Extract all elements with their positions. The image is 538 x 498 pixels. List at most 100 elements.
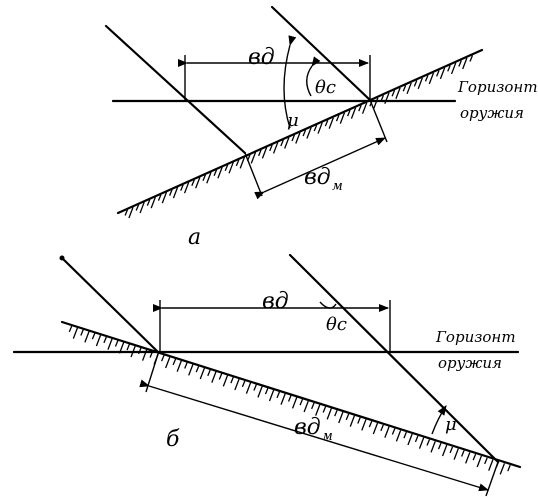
hatch-stroke: [264, 387, 269, 395]
hatch-stroke: [350, 107, 357, 119]
hatch-stroke: [72, 327, 79, 339]
hatch-stroke: [172, 186, 179, 199]
hatch-stroke: [322, 406, 327, 413]
hatch-stroke: [124, 209, 129, 216]
hatch-stroke: [488, 459, 494, 471]
hatch-stroke: [135, 204, 140, 211]
hatch-stroke: [449, 446, 454, 454]
hatch-stroke: [373, 97, 379, 109]
hatch-stroke: [80, 329, 84, 336]
hatch-stroke: [95, 334, 102, 347]
hatch-stroke: [222, 375, 229, 387]
hatch-stroke: [141, 349, 148, 361]
hatch-stroke: [195, 365, 200, 373]
hatch-stroke: [239, 157, 245, 169]
hatch-stroke: [328, 117, 334, 129]
hatch-stroke: [253, 384, 257, 391]
ground-hatching-b: [68, 325, 511, 475]
hatch-stroke: [469, 55, 474, 62]
hatch-stroke: [402, 85, 407, 92]
theta-arc-a: [306, 56, 321, 97]
diagram-b: вд θc μ вд м Горизонт оружия б: [12, 253, 522, 497]
hatch-stroke: [407, 433, 413, 446]
diagram-a: вд θc μ вд м Горизонт оружия а: [104, 5, 538, 250]
caption-a: а: [188, 225, 201, 250]
hatch-stroke: [268, 389, 275, 402]
hatch-stroke: [103, 336, 107, 344]
hatch-stroke: [368, 420, 373, 428]
hatch-stroke: [418, 437, 425, 449]
hatch-stroke: [276, 391, 281, 399]
hatch-stroke: [311, 402, 315, 410]
trajectory-near-b: [60, 256, 160, 354]
hatch-stroke: [313, 124, 318, 132]
hatch-stroke: [426, 439, 431, 446]
theta-label-a: θc: [315, 77, 336, 98]
hatch-stroke: [172, 358, 177, 366]
hatch-stroke: [414, 435, 419, 443]
hatch-stroke: [218, 373, 223, 380]
hatch-stroke: [450, 62, 457, 75]
hatch-stroke: [228, 162, 234, 174]
hatch-stroke: [413, 80, 418, 87]
hatch-stroke: [161, 354, 165, 362]
hatch-stroke: [437, 442, 442, 450]
hatch-stroke: [291, 397, 298, 409]
origin-point-b: [59, 255, 65, 261]
hatch-stroke: [230, 376, 234, 384]
hatch-stroke: [439, 67, 446, 80]
hatch-stroke: [347, 109, 351, 117]
hatch-stroke: [191, 179, 195, 186]
hatch-stroke: [146, 199, 151, 206]
hatch-stroke: [137, 347, 142, 355]
hatch-stroke: [428, 72, 435, 85]
hatch-stroke: [391, 428, 396, 435]
hatch-stroke: [345, 413, 350, 421]
hatch-stroke: [199, 367, 206, 380]
hatch-stroke: [453, 448, 459, 460]
theta-label-b: θc: [326, 314, 347, 335]
hatch-stroke: [169, 189, 173, 196]
hatch-stroke: [430, 441, 436, 453]
hatch-stroke: [234, 378, 240, 391]
hatch-stroke: [224, 164, 229, 172]
horizon-label-line2-b: оружия: [438, 354, 502, 372]
hatch-stroke: [326, 408, 332, 420]
hatch-stroke: [403, 431, 407, 439]
hatch-stroke: [339, 112, 346, 124]
hatch-stroke: [358, 104, 362, 112]
hatch-stroke: [472, 453, 477, 461]
hatch-stroke: [206, 172, 212, 184]
hatch-stroke: [338, 411, 344, 424]
hatch-stroke: [257, 386, 263, 398]
extension-m2-a: [369, 99, 388, 143]
hatch-stroke: [417, 77, 423, 90]
hatch-stroke: [324, 119, 329, 127]
distance-label-a: вд: [248, 45, 275, 70]
hatch-stroke: [183, 181, 190, 194]
hatch-stroke: [68, 325, 73, 333]
hatch-stroke: [306, 127, 312, 139]
hatch-stroke: [361, 102, 368, 114]
hatch-stroke: [406, 82, 412, 95]
hatch-stroke: [202, 174, 207, 181]
hatch-stroke: [384, 92, 390, 104]
ground-hatching-a: [124, 55, 474, 219]
slope-distance-label-a: вд: [304, 165, 331, 190]
hatch-stroke: [128, 206, 134, 219]
hatch-stroke: [241, 380, 246, 388]
hatch-stroke: [180, 184, 184, 191]
mu-arc-b: [431, 405, 447, 435]
mu-label-b: μ: [445, 414, 457, 435]
angle-arc-a: [283, 35, 297, 129]
hatch-stroke: [161, 191, 168, 204]
hatch-stroke: [357, 417, 361, 424]
trajectory-far-a: [270, 5, 372, 102]
hatch-stroke: [303, 400, 309, 413]
hatch-stroke: [84, 331, 90, 343]
slope-subscript-b: м: [322, 429, 333, 444]
hatch-stroke: [217, 167, 223, 179]
horizon-label-line1-b: Горизонт: [435, 328, 516, 346]
hatch-stroke: [507, 464, 511, 472]
